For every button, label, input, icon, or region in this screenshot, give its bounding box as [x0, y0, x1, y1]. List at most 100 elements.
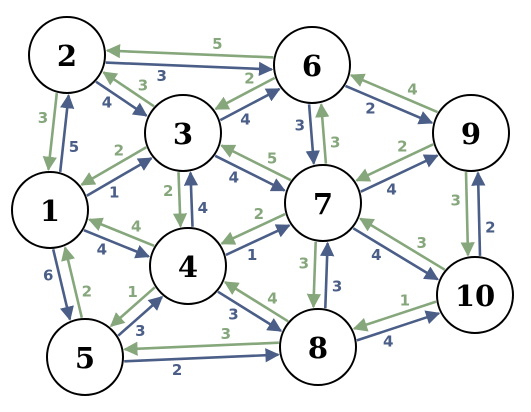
edge-weight-8-to-10: 4 [383, 333, 393, 351]
edge-weight-4-to-7: 1 [247, 246, 257, 264]
edge-6-to-7 [305, 104, 320, 166]
edge-2-to-3 [95, 80, 148, 117]
node-circle-3 [144, 94, 222, 172]
node-2: 2 [28, 16, 106, 94]
edge-weight-1-to-4: 4 [97, 240, 107, 258]
edge-weight-6-to-7: 3 [295, 116, 305, 134]
node-circle-4 [149, 227, 227, 305]
node-label-8: 8 [308, 331, 328, 365]
edge-weight-8-to-5: 3 [221, 325, 231, 343]
edge-5-to-4 [117, 296, 164, 337]
node-9: 9 [432, 94, 510, 172]
edge-weight-7-to-6: 3 [330, 134, 340, 152]
edge-weight-3-to-4: 2 [163, 182, 173, 200]
edge-7-to-9 [360, 154, 439, 193]
edge-8-to-4 [223, 280, 289, 323]
edge-4-to-3 [183, 171, 199, 227]
node-circle-2 [28, 16, 106, 94]
node-circle-9 [432, 94, 510, 172]
edge-7-to-10 [352, 227, 439, 281]
edge-4-to-7 [225, 224, 291, 257]
edge-weight-5-to-1: 2 [82, 282, 92, 300]
node-3: 3 [144, 94, 222, 172]
node-1: 1 [11, 171, 89, 249]
edge-4-to-8 [217, 290, 283, 333]
node-circle-5 [46, 318, 124, 396]
edge-10-to-7 [359, 217, 446, 271]
node-label-1: 1 [40, 194, 60, 228]
edge-9-to-10 [460, 172, 475, 257]
node-label-5: 5 [75, 341, 95, 375]
edge-5-to-1 [61, 246, 84, 319]
edge-7-to-3 [220, 144, 292, 182]
edge-weight-4-to-8: 3 [228, 305, 238, 323]
edge-weight-6-to-3: 2 [244, 70, 254, 88]
edge-weight-2-to-6: 3 [156, 67, 166, 85]
edge-weight-7-to-3: 5 [267, 150, 277, 168]
edge-7-to-4 [220, 212, 286, 245]
edges-layer [42, 43, 486, 363]
node-10: 10 [436, 256, 514, 334]
edge-weight-3-to-6: 4 [240, 110, 250, 128]
edge-weight-7-to-10: 4 [371, 246, 381, 264]
edge-weight-1-to-5: 6 [43, 267, 53, 285]
edge-7-to-8 [306, 241, 322, 309]
edge-weight-7-to-8: 3 [299, 255, 309, 273]
edge-10-to-8 [352, 300, 437, 332]
node-circle-10 [436, 256, 514, 334]
edge-5-to-8 [124, 348, 280, 363]
edge-weight-8-to-4: 4 [267, 290, 277, 308]
node-label-9: 9 [461, 117, 481, 151]
edge-weight-10-to-8: 1 [400, 291, 410, 309]
edge-weight-5-to-4: 3 [135, 322, 145, 340]
node-6: 6 [273, 26, 351, 104]
edge-weight-7-to-4: 2 [254, 205, 264, 223]
edge-2-to-6 [105, 61, 274, 77]
edge-weight-7-to-9: 4 [386, 180, 396, 198]
edge-weight-9-to-7: 2 [397, 138, 407, 156]
edge-3-to-4 [172, 172, 188, 228]
node-circle-8 [279, 308, 357, 386]
node-label-4: 4 [178, 250, 198, 284]
edge-weight-4-to-3: 4 [198, 199, 208, 217]
edge-weight-6-to-9: 2 [365, 100, 375, 118]
edge-1-to-2 [58, 93, 75, 173]
edge-weight-10-to-7: 3 [416, 234, 426, 252]
edge-weight-4-to-5: 1 [127, 283, 137, 301]
edge-weight-2-to-1: 3 [38, 109, 48, 127]
edge-weight-3-to-2: 3 [138, 77, 148, 95]
node-4: 4 [149, 227, 227, 305]
node-7: 7 [284, 164, 362, 242]
edge-weight-10-to-9: 2 [485, 218, 495, 236]
node-label-10: 10 [455, 279, 495, 313]
edge-6-to-2 [105, 43, 274, 59]
edge-3-to-2 [102, 71, 155, 108]
edge-1-to-5 [51, 248, 74, 321]
edge-8-to-5 [123, 341, 279, 356]
edge-9-to-7 [355, 143, 434, 182]
edge-3-to-1 [80, 146, 147, 186]
node-label-6: 6 [302, 49, 322, 83]
node-circle-1 [11, 171, 89, 249]
node-5: 5 [46, 318, 124, 396]
edge-weight-1-to-3: 1 [109, 183, 119, 201]
edge-1-to-3 [86, 157, 153, 197]
edge-weight-6-to-2: 5 [212, 35, 222, 53]
node-label-7: 7 [313, 187, 333, 221]
edge-6-to-3 [214, 76, 276, 111]
edge-weight-9-to-6: 4 [407, 81, 417, 99]
edge-1-to-4 [83, 228, 151, 259]
node-8: 8 [279, 308, 357, 386]
edge-weight-4-to-1: 4 [131, 218, 141, 236]
edge-weight-3-to-1: 2 [114, 142, 124, 160]
edge-weight-2-to-3: 4 [102, 93, 112, 111]
edge-weight-9-to-10: 3 [450, 192, 460, 210]
edge-weight-5-to-8: 2 [172, 361, 182, 379]
edge-7-to-6 [315, 102, 330, 164]
edge-4-to-1 [87, 217, 155, 248]
edge-2-to-1 [42, 92, 59, 172]
edge-weight-3-to-7: 4 [229, 168, 239, 186]
edge-weight-8-to-7: 3 [332, 278, 342, 296]
